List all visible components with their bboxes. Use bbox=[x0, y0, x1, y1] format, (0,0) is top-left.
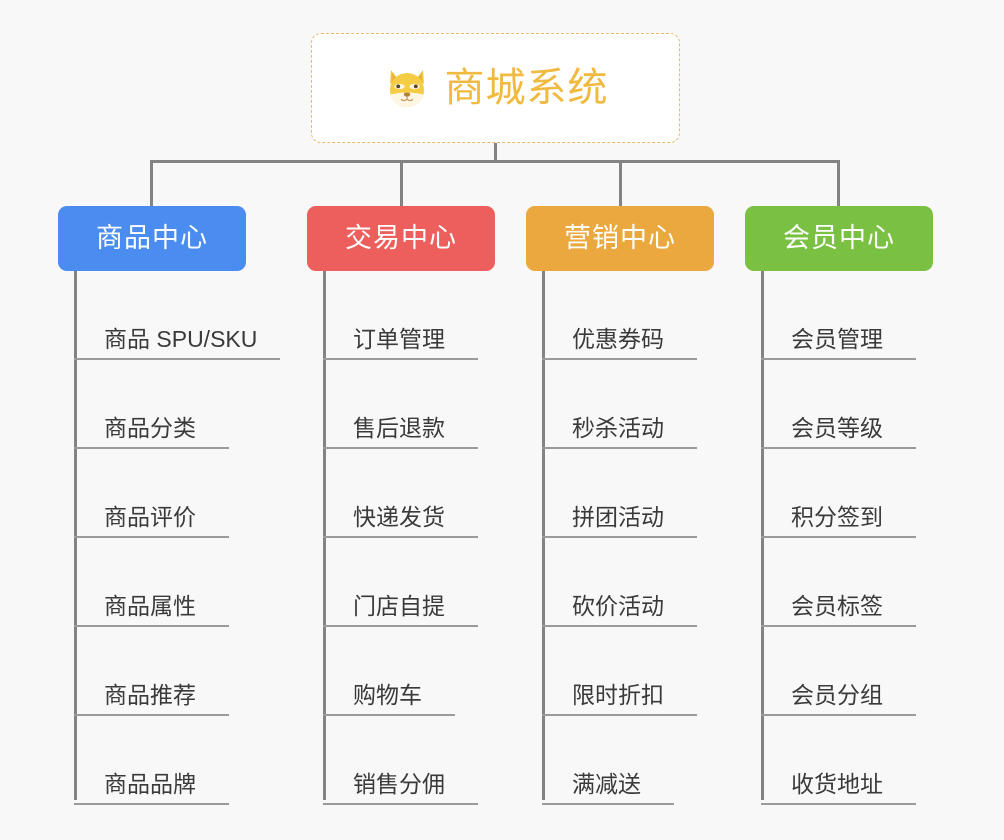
leaf-underline bbox=[761, 447, 916, 449]
leaf-underline bbox=[323, 358, 478, 360]
connector-drop-3 bbox=[619, 160, 622, 208]
leaf-underline bbox=[323, 536, 478, 538]
list-item-label: 售后退款 bbox=[353, 415, 445, 441]
leaf-underline bbox=[323, 625, 478, 627]
list-item-label: 商品 SPU/SKU bbox=[104, 326, 258, 352]
connector-drop-2 bbox=[400, 160, 403, 208]
leaf-underline bbox=[323, 803, 478, 805]
list-item-label: 销售分佣 bbox=[353, 771, 445, 797]
list-item-label: 积分签到 bbox=[791, 504, 883, 530]
leaf-underline bbox=[74, 625, 229, 627]
leaf-underline bbox=[542, 714, 697, 716]
connector-root-stem bbox=[494, 143, 497, 163]
column-rail bbox=[542, 271, 545, 800]
leaf-underline bbox=[542, 803, 674, 805]
list-item-label: 拼团活动 bbox=[572, 504, 664, 530]
list-item-label: 购物车 bbox=[353, 682, 422, 708]
category-box-member[interactable]: 会员中心 bbox=[745, 206, 933, 271]
leaf-underline bbox=[761, 358, 916, 360]
list-item-label: 秒杀活动 bbox=[572, 415, 664, 441]
connector-drop-4 bbox=[837, 160, 840, 208]
list-item-label: 限时折扣 bbox=[572, 682, 664, 708]
leaf-underline bbox=[323, 714, 455, 716]
category-label: 交易中心 bbox=[345, 223, 457, 253]
list-item-label: 会员等级 bbox=[791, 415, 883, 441]
list-item-label: 商品分类 bbox=[104, 415, 196, 441]
connector-drop-1 bbox=[150, 160, 153, 208]
leaf-underline bbox=[74, 358, 280, 360]
list-item-label: 商品评价 bbox=[104, 504, 196, 530]
leaf-underline bbox=[761, 714, 916, 716]
list-item-label: 满减送 bbox=[572, 771, 641, 797]
category-label: 会员中心 bbox=[783, 223, 895, 253]
list-item-label: 订单管理 bbox=[353, 326, 445, 352]
leaf-underline bbox=[74, 447, 229, 449]
leaf-underline bbox=[74, 714, 229, 716]
category-column-marketing: 营销中心 优惠券码 秒杀活动 拼团活动 砍价活动 限时折扣 bbox=[526, 206, 714, 805]
list-item-label: 收货地址 bbox=[791, 771, 883, 797]
leaf-underline bbox=[542, 536, 697, 538]
list-item-label: 会员管理 bbox=[791, 326, 883, 352]
list-item-label: 商品属性 bbox=[104, 593, 196, 619]
category-box-product[interactable]: 商品中心 bbox=[58, 206, 246, 271]
list-item-label: 商品品牌 bbox=[104, 771, 196, 797]
list-item-label: 门店自提 bbox=[353, 593, 445, 619]
category-column-trade: 交易中心 订单管理 售后退款 快递发货 门店自提 购物车 bbox=[307, 206, 495, 805]
category-label: 商品中心 bbox=[96, 223, 208, 253]
column-rail bbox=[74, 271, 77, 800]
leaf-underline bbox=[542, 447, 697, 449]
root-title: 商城系统 bbox=[444, 66, 609, 110]
list-item-label: 会员分组 bbox=[791, 682, 883, 708]
column-rail bbox=[323, 271, 326, 800]
category-column-member: 会员中心 会员管理 会员等级 积分签到 会员标签 会员分组 bbox=[745, 206, 933, 805]
list-item-label: 优惠券码 bbox=[572, 326, 664, 352]
category-box-marketing[interactable]: 营销中心 bbox=[526, 206, 714, 271]
connector-horizontal-bus bbox=[150, 160, 840, 163]
leaf-underline bbox=[74, 803, 229, 805]
leaf-underline bbox=[761, 536, 916, 538]
list-item-label: 会员标签 bbox=[791, 593, 883, 619]
root-node[interactable]: 商城系统 bbox=[311, 33, 680, 143]
leaf-underline bbox=[542, 358, 697, 360]
column-rail bbox=[761, 271, 764, 800]
list-item-label: 商品推荐 bbox=[104, 682, 196, 708]
category-column-product: 商品中心 商品 SPU/SKU 商品分类 商品评价 商品属性 商品推荐 bbox=[58, 206, 280, 805]
leaf-underline bbox=[761, 803, 916, 805]
list-item-label: 砍价活动 bbox=[572, 593, 664, 619]
leaf-underline bbox=[542, 625, 697, 627]
category-box-trade[interactable]: 交易中心 bbox=[307, 206, 495, 271]
leaf-underline bbox=[761, 625, 916, 627]
leaf-underline bbox=[323, 447, 478, 449]
shiba-dog-face-icon bbox=[383, 64, 431, 112]
category-label: 营销中心 bbox=[564, 223, 676, 253]
list-item-label: 快递发货 bbox=[353, 504, 445, 530]
leaf-underline bbox=[74, 536, 229, 538]
